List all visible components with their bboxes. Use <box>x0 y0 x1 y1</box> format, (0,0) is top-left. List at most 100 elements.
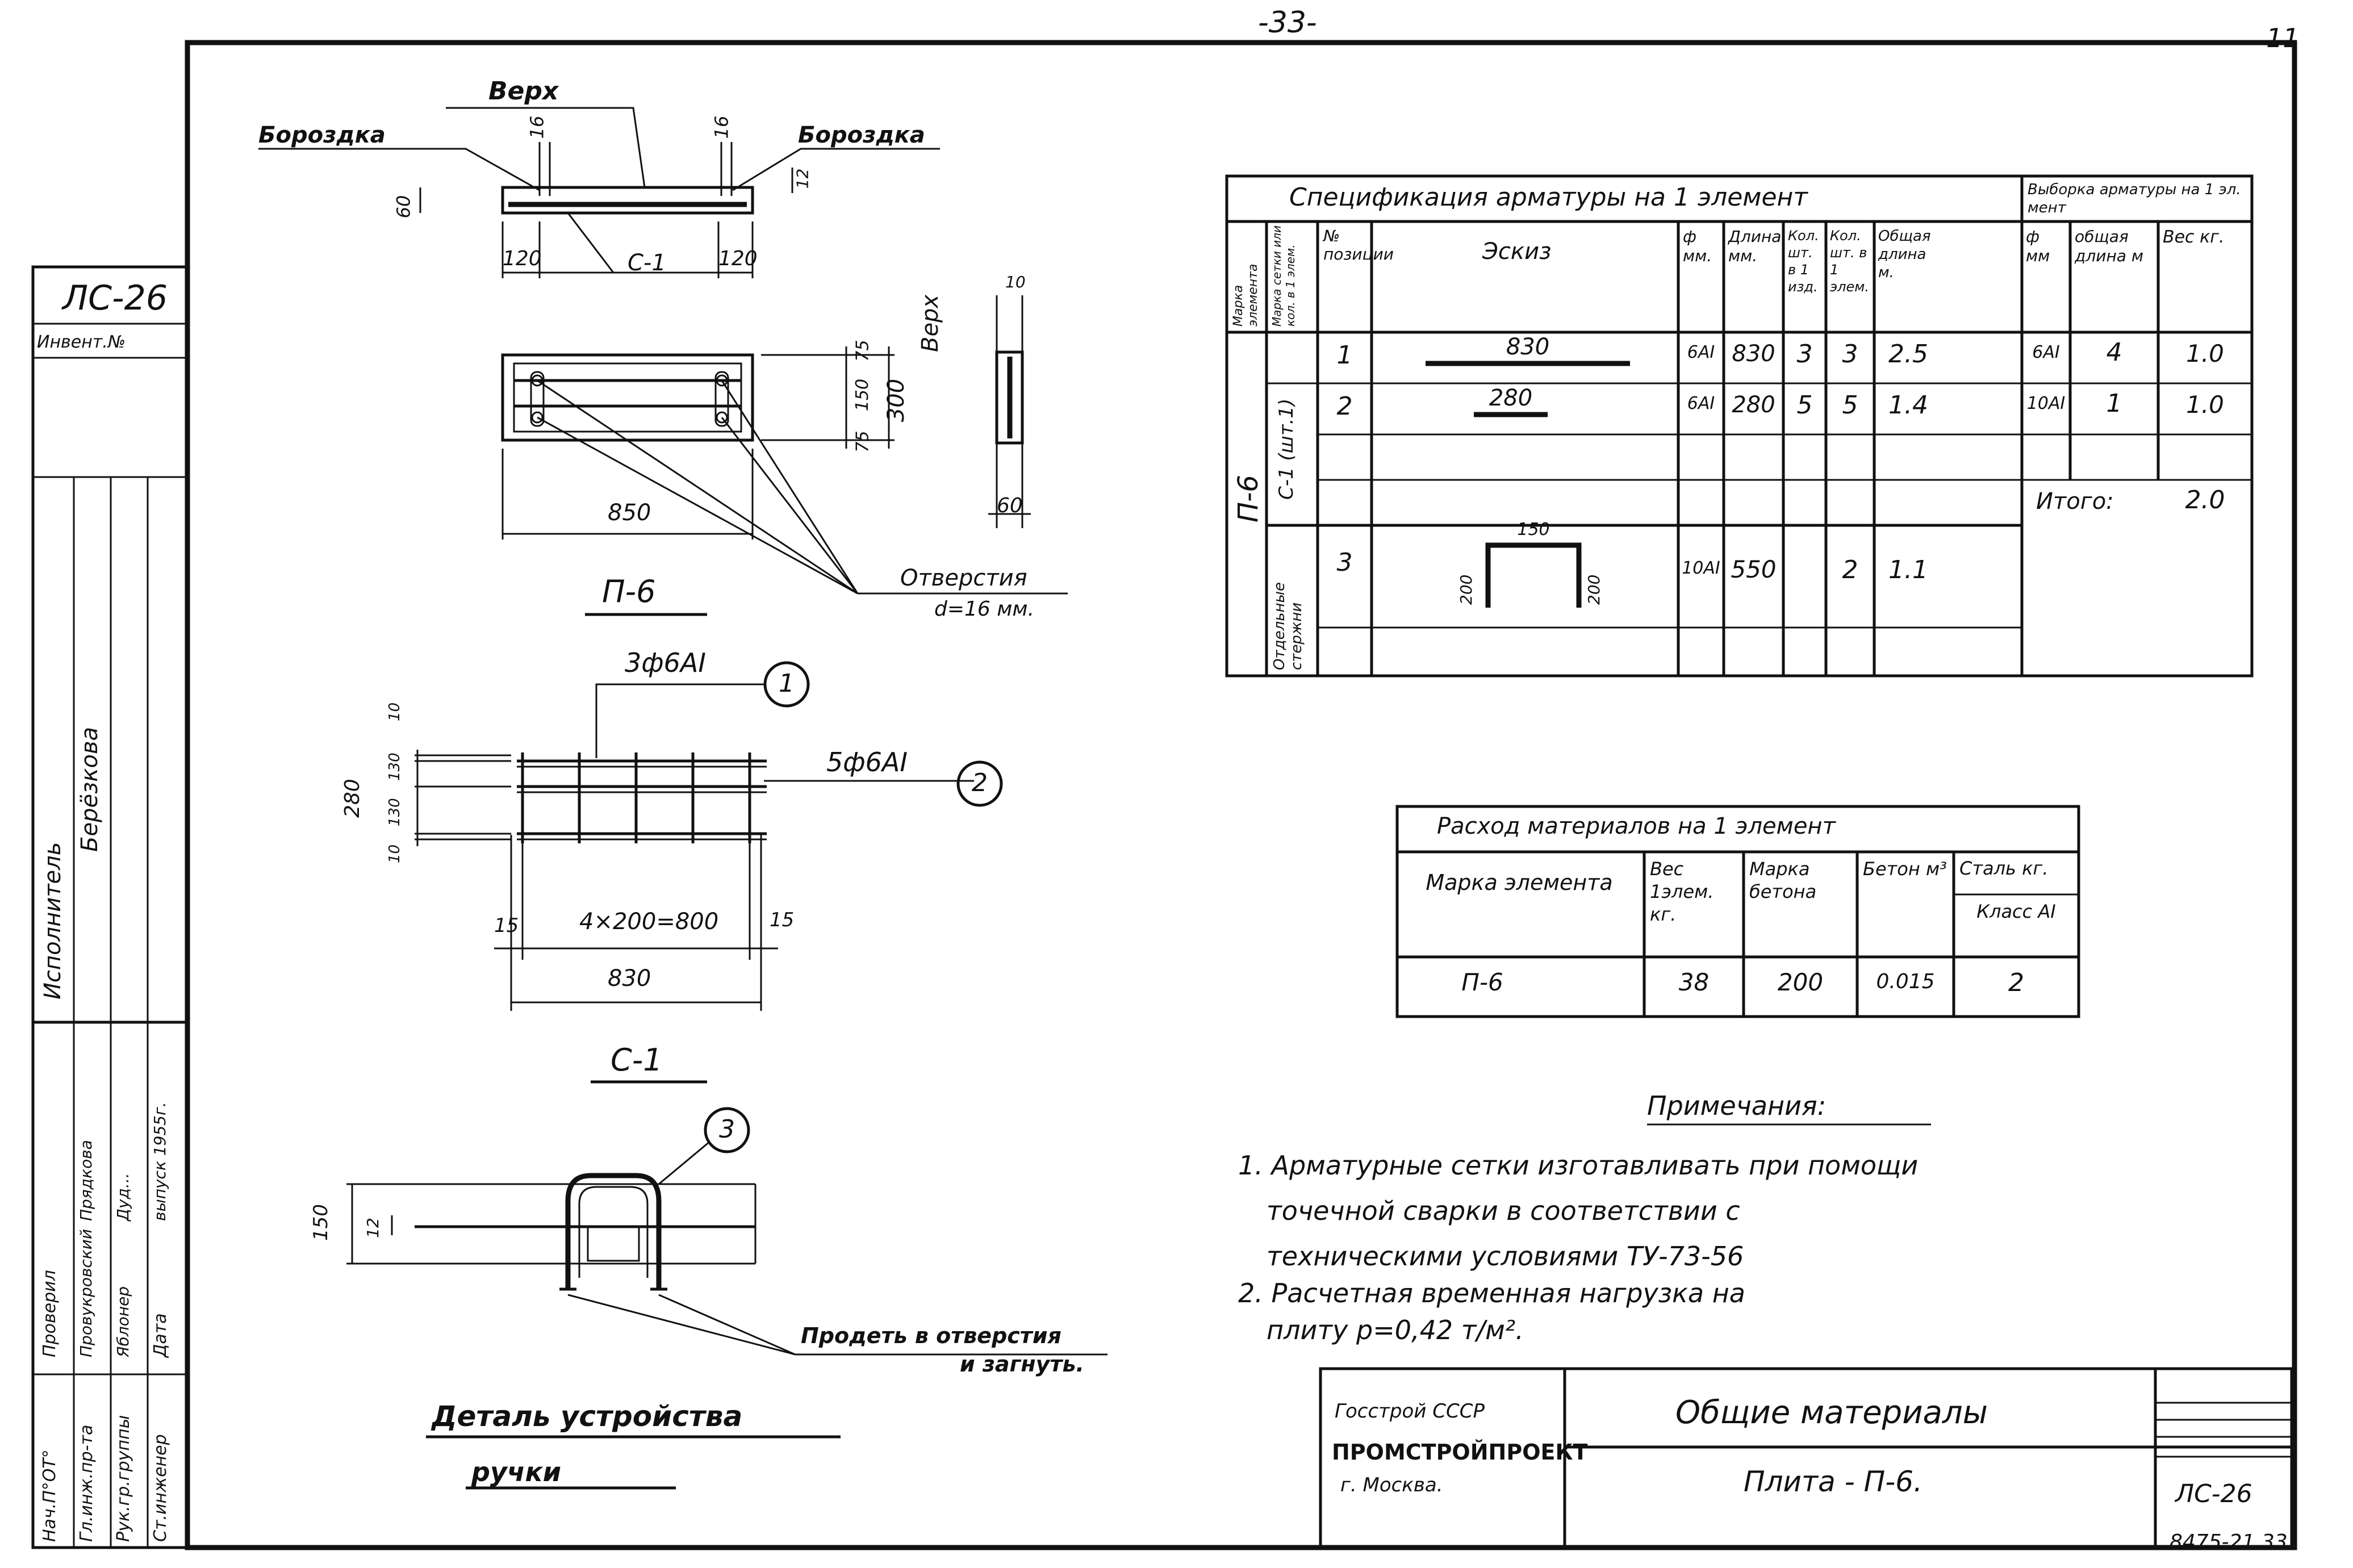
top-dim-120-right: 120 <box>718 247 758 270</box>
stamp-role-5: Проверил <box>40 1270 60 1357</box>
archive-number: 8475-21 33 <box>2170 1531 2288 1554</box>
materials-col-steel: Сталь кг. <box>1959 858 2049 879</box>
spec-row2-q2: 5 <box>1842 391 1858 420</box>
stamp-col-label-2: Берёзкова <box>77 726 103 852</box>
top-c1-label: С-1 <box>628 250 666 276</box>
spec-row1-d: 6АI <box>1687 342 1715 362</box>
spec-head-q2: Кол. шт. в 1 элем. <box>1830 228 1870 295</box>
stamp-code: ЛС-26 <box>62 278 168 318</box>
stamp-role-4: Ст.инженер <box>151 1434 170 1542</box>
spec-row3-sketch: 150 <box>1517 520 1550 540</box>
mesh-dim-10-top: 10 <box>386 702 403 721</box>
stamp-invent-label: Инвент.№ <box>37 332 126 352</box>
handle-note-2: и загнуть. <box>960 1352 1084 1377</box>
materials-row-mark: П-6 <box>1461 968 1503 996</box>
spec-row1-pos: 1 <box>1336 341 1353 370</box>
stamp-name-1: Провукровский <box>77 1228 95 1357</box>
spec-row2-total: 1.4 <box>1888 391 1928 420</box>
spec-row3-q2: 2 <box>1842 555 1858 584</box>
side-dim-60: 60 <box>997 494 1023 517</box>
spec-row2-vlen: 1 <box>2106 389 2122 418</box>
spec-row1-len: 830 <box>1732 341 1775 367</box>
materials-row-weight: 38 <box>1678 968 1710 996</box>
materials-table-frame <box>1395 805 2080 1018</box>
notes-line-1: 1. Арматурные сетки изготавливать при по… <box>1238 1150 1919 1181</box>
spec-row3-sketch-side-left: 200 <box>1457 574 1476 605</box>
mesh-callout-2-num: 2 <box>972 768 988 797</box>
top-dim-16-right: 16 <box>711 115 733 139</box>
mesh-name: С-1 <box>611 1042 663 1078</box>
materials-col-weight: Вес 1элем. кг. <box>1650 858 1714 925</box>
spec-row3-pos: 3 <box>1336 548 1353 577</box>
plan-dim-75-bottom: 75 <box>852 430 873 453</box>
spec-row1-q2: 3 <box>1842 340 1858 369</box>
spec-head-vlen: общая длина м <box>2075 227 2143 265</box>
top-dim-12: 12 <box>793 168 812 189</box>
spec-row3-sketch-side-right: 200 <box>1585 574 1603 605</box>
mesh-dim-total: 830 <box>608 965 651 992</box>
top-section-slab <box>501 186 754 215</box>
mesh-dim-spacing: 4×200=800 <box>579 909 719 935</box>
top-borozdka-right: Бороздка <box>798 122 925 148</box>
spec-row1-vlen: 4 <box>2106 338 2122 367</box>
mesh-callout-2-circle <box>956 760 1003 807</box>
mesh-dim-280: 280 <box>341 779 364 818</box>
side-verh-label: Верх <box>917 294 943 352</box>
spec-title: Спецификация арматуры на 1 элемент <box>1289 183 1808 212</box>
spec-row3-d: 10АI <box>1682 558 1720 578</box>
mesh-dim-130-b: 130 <box>386 798 403 826</box>
notes-title: Примечания: <box>1647 1090 1827 1121</box>
top-dim-60: 60 <box>392 195 415 219</box>
title-org-1: Госстрой СССР <box>1335 1400 1485 1423</box>
stamp-role-1: Нач.П°ОТ° <box>40 1449 60 1542</box>
spec-row3-total: 1.1 <box>1888 555 1928 584</box>
spec-row2-q1: 5 <box>1796 391 1813 420</box>
spec-head-d: ф мм. <box>1683 227 1712 265</box>
stamp-role-6: Дата <box>151 1313 170 1357</box>
stamp-date: выпуск 1955г. <box>151 1102 169 1221</box>
spec-row1-vd: 6АI <box>2032 342 2060 362</box>
title-block-frame <box>1319 1367 2293 1549</box>
handle-dim-12: 12 <box>363 1218 382 1238</box>
spec-row2-pos: 2 <box>1336 392 1353 421</box>
plan-dim-850: 850 <box>608 500 651 526</box>
spec-head-vd: ф мм <box>2026 227 2050 265</box>
spec-row3-len: 550 <box>1731 555 1777 583</box>
title-org-3: г. Москва. <box>1340 1474 1443 1496</box>
spec-row2-vd: 10АI <box>2026 394 2066 413</box>
mesh-dim-10-bottom: 10 <box>386 844 403 863</box>
mesh-label-1: 3ф6АI <box>625 647 706 678</box>
spec-group-mesh: С-1 (шт.1) <box>1275 398 1298 500</box>
materials-row-concrete-mark: 200 <box>1777 968 1824 996</box>
mesh-dim-edge-right: 15 <box>770 909 795 931</box>
title-org-2: ПРОМСТРОЙПРОЕКТ <box>1332 1440 1588 1465</box>
materials-col-concrete: Бетон м³ <box>1863 858 1947 880</box>
spec-head-mark: Марка элемента <box>1231 264 1260 327</box>
spec-head-sketch: Эскиз <box>1482 239 1552 265</box>
mesh-callout-1-circle <box>763 661 810 708</box>
materials-col-concrete-mark: Марка бетона <box>1749 858 1817 902</box>
spec-row2-d: 6АI <box>1687 394 1715 413</box>
plan-label: П-6 <box>602 574 656 609</box>
stamp-name-4: Дуд... <box>114 1173 132 1221</box>
spec-vyborka: Выборка арматуры на 1 эл. мент <box>2028 181 2241 216</box>
spec-row1-q1: 3 <box>1796 340 1813 369</box>
materials-row-concrete: 0.015 <box>1876 970 1935 993</box>
spec-head-total: Общая длина м. <box>1878 228 1931 281</box>
handle-note-1: Продеть в отверстия <box>801 1323 1061 1348</box>
handle-callout-circle <box>704 1107 750 1153</box>
handle-title-1: Деталь устройства <box>432 1400 743 1433</box>
plan-diameter: d=16 мм. <box>934 597 1035 621</box>
spec-itogo-label: Итого: <box>2036 488 2114 515</box>
stamp-role-2: Гл.инж.пр-та <box>77 1424 97 1542</box>
materials-col-class: Класс АI <box>1976 901 2056 922</box>
side-dim-10: 10 <box>1005 273 1026 291</box>
page-number: -33- <box>1258 6 1317 40</box>
stamp-col-label-1: Исполнитель <box>40 842 66 1000</box>
stamp-role-3: Рук.гр.группы <box>114 1415 133 1542</box>
mesh-dim-130-a: 130 <box>386 752 403 781</box>
handle-title-2: ручки <box>471 1457 561 1487</box>
mesh-label-2: 5ф6АI <box>826 747 908 777</box>
plan-otverstia: Отверстия <box>900 565 1027 591</box>
